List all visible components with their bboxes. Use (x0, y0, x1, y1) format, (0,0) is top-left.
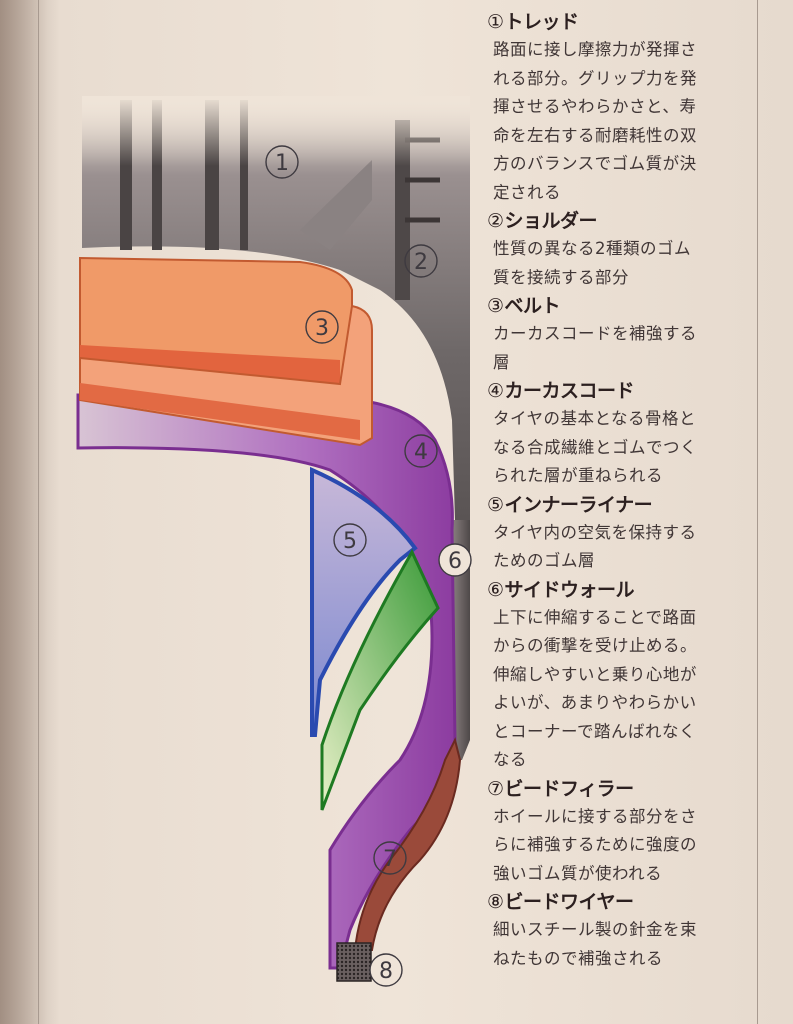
inner-liner-shape (310, 466, 418, 737)
legend-body-line: 強いゴム質が使われる (493, 863, 663, 883)
legend-item-title: ④カーカスコード (487, 377, 757, 405)
svg-text:7: 7 (383, 847, 397, 872)
legend-item: ⑤インナーライナータイヤ内の空気を保持するためのゴム層 (487, 491, 757, 576)
legend-number: ② (487, 210, 504, 232)
legend-number: ⑥ (487, 578, 504, 601)
legend-body-line: なる合成繊維とゴムでつく (493, 437, 697, 457)
marker-8: 8 (369, 953, 403, 987)
legend-item-title: ⑥サイドウォール (487, 576, 757, 604)
legend-title-text: サイドウォール (504, 578, 635, 601)
svg-text:6: 6 (448, 549, 462, 574)
legend-number: ① (487, 11, 504, 33)
legend-item: ⑧ビードワイヤー細いスチール製の針金を束ねたもので補強される (487, 888, 757, 973)
legend-item-title: ⑤インナーライナー (487, 491, 757, 519)
marker-6: 6 (438, 543, 472, 577)
legend-body-line: ホイールに接する部分をさ (493, 806, 697, 826)
legend-body-line: ためのゴム層 (493, 551, 595, 570)
legend-body-line: 細いスチール製の針金を束 (493, 920, 697, 939)
legend-body-line: なる (493, 750, 527, 769)
legend-title-text: インナーライナー (504, 493, 653, 516)
belt-shape (79, 256, 373, 447)
legend-item-title: ①トレッド (487, 8, 757, 36)
legend-number: ⑤ (487, 493, 504, 516)
svg-text:2: 2 (414, 250, 428, 275)
svg-text:3: 3 (315, 316, 329, 341)
marker-3: 3 (305, 310, 339, 344)
marker-7: 7 (373, 841, 407, 875)
legend-title-text: トレッド (504, 11, 580, 33)
marker-5: 5 (333, 523, 367, 557)
legend-body-line: 路面に接し摩擦力が発揮さ (493, 40, 697, 59)
legend-body-line: カーカスコードを補強する (493, 324, 697, 343)
legend-item: ⑦ビードフィラーホイールに接する部分をさらに補強するために強度の強いゴム質が使わ… (487, 775, 757, 889)
svg-text:4: 4 (414, 440, 428, 465)
legend-body-line: とコーナーで踏んばれなく (493, 721, 697, 741)
legend-column: ①トレッド路面に接し摩擦力が発揮される部分。グリップ力を発揮させるやわらかさと、… (487, 8, 757, 973)
legend-body-line: 質を接続する部分 (493, 267, 629, 287)
legend-body-line: 上下に伸縮することで路面 (493, 607, 697, 627)
page-frame-lines (38, 0, 758, 1024)
legend-body-line: 定される (493, 182, 561, 202)
legend-item-title: ⑧ビードワイヤー (487, 888, 757, 916)
legend-body-line: 伸縮しやすいと乗り心地が (493, 664, 697, 684)
legend-body-line: 性質の異なる2種類のゴム (493, 239, 691, 258)
legend-item-title: ②ショルダー (487, 207, 757, 235)
legend-body-line: よいが、あまりやわらかい (493, 693, 697, 712)
bead-filler-shape (320, 548, 440, 811)
legend-body-line: らに補強するために強度の (493, 835, 697, 854)
legend-number: ⑧ (487, 891, 504, 913)
legend-item: ⑥サイドウォール上下に伸縮することで路面からの衝撃を受け止める。伸縮しやすいと乗… (487, 576, 757, 775)
legend-body-line: 命を左右する耐磨耗性の双 (493, 125, 697, 145)
legend-item-title: ③ベルト (487, 292, 757, 320)
bead-wire-shape (336, 942, 372, 982)
legend-title-text: ビードフィラー (504, 777, 635, 800)
legend-item: ②ショルダー性質の異なる2種類のゴム質を接続する部分 (487, 207, 757, 292)
legend-item: ③ベルトカーカスコードを補強する層 (487, 292, 757, 377)
sidewall-shape (452, 520, 470, 760)
legend-body-line: タイヤの基本となる骨格と (493, 409, 697, 428)
legend-body-line: 方のバランスでゴム質が決 (493, 154, 697, 173)
legend-number: ③ (487, 295, 504, 317)
legend-body-line: れる部分。グリップ力を発 (493, 68, 697, 88)
svg-text:1: 1 (275, 151, 289, 176)
marker-2: 2 (404, 244, 438, 278)
bead-area-shape (353, 737, 462, 951)
carcass-shape (76, 393, 457, 970)
legend-body-line: 揮させるやわらかさと、寿 (493, 97, 697, 116)
legend-item-title: ⑦ビードフィラー (487, 775, 757, 803)
legend-number: ⑦ (487, 777, 504, 800)
legend-title-text: ビードワイヤー (504, 891, 634, 913)
legend-item: ①トレッド路面に接し摩擦力が発揮される部分。グリップ力を発揮させるやわらかさと、… (487, 8, 757, 207)
legend-body-line: られた層が重ねられる (493, 466, 663, 485)
legend-title-text: ショルダー (504, 210, 598, 232)
legend-body-line: タイヤ内の空気を保持する (493, 522, 697, 542)
legend-item: ④カーカスコードタイヤの基本となる骨格となる合成繊維とゴムでつくられた層が重ねら… (487, 377, 757, 491)
legend-body-line: 層 (493, 352, 510, 372)
marker-4: 4 (404, 434, 438, 468)
legend-body-line: からの衝撃を受け止める。 (493, 636, 697, 655)
svg-text:8: 8 (379, 959, 393, 984)
legend-title-text: カーカスコード (504, 380, 635, 402)
marker-1: 1 (265, 145, 299, 179)
tread-shape (82, 96, 470, 520)
legend-number: ④ (487, 380, 504, 402)
page-gutter-shadow (0, 0, 60, 1024)
legend-body-line: ねたもので補強される (493, 948, 663, 968)
svg-text:5: 5 (343, 529, 357, 554)
legend-title-text: ベルト (504, 295, 561, 317)
